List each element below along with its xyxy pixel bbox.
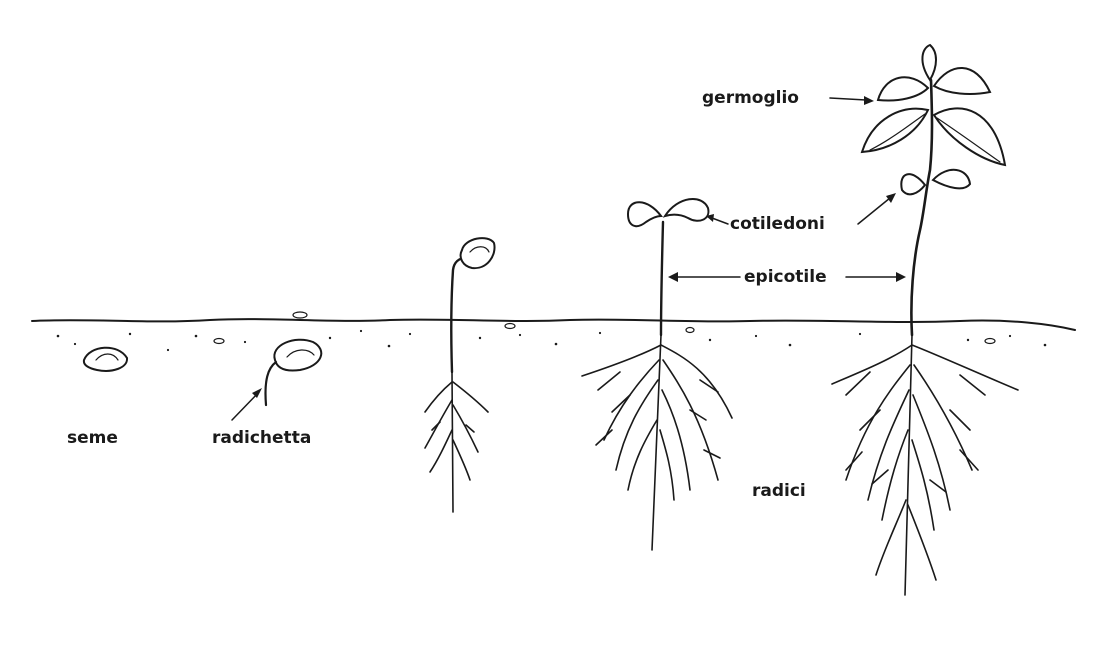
radichetta-arrow (232, 388, 262, 420)
soil-surface-line (32, 319, 1075, 330)
radicle (265, 362, 276, 405)
soil-speckles (57, 330, 1047, 351)
seed-stage-1 (84, 348, 127, 371)
label-seme: seme (67, 430, 118, 447)
roots-stage-5 (832, 335, 1018, 595)
seed-stage-2 (265, 340, 321, 405)
label-germoglio: germoglio (702, 90, 799, 107)
epicotile-arrow-right (846, 272, 906, 282)
label-radichetta: radichetta (212, 430, 311, 447)
epicotile-arrow-left (668, 272, 740, 282)
seedling-stage-4 (582, 199, 732, 550)
cotiledoni-arrow-right (858, 193, 896, 224)
germoglio-arrow (830, 96, 874, 105)
label-cotiledoni: cotiledoni (730, 216, 825, 233)
seedling-stage-3 (425, 238, 495, 512)
soil-pebbles (214, 312, 995, 344)
roots-stage-4 (582, 335, 732, 550)
cotiledoni-arrow-left (706, 214, 728, 224)
label-epicotile: epicotile (744, 269, 827, 286)
label-radici: radici (752, 483, 806, 500)
roots-stage-3 (425, 372, 488, 512)
